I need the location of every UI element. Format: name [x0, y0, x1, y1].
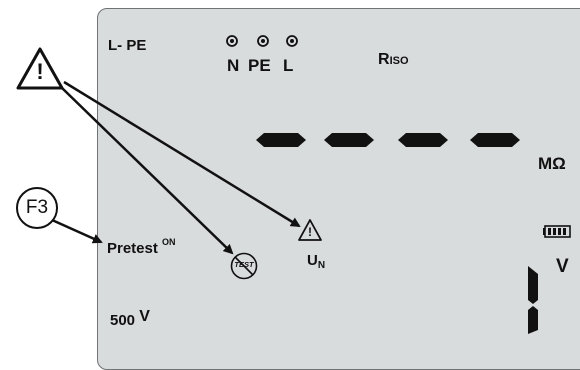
- value-segments: [256, 133, 520, 147]
- test-prohibited-icon: [230, 252, 258, 280]
- digit-segment-shape: [528, 266, 538, 334]
- un-letter: U: [307, 252, 318, 269]
- warning-triangle-icon: [16, 47, 64, 90]
- value-segment: [256, 133, 306, 147]
- function-key-label: F3: [25, 197, 49, 218]
- terminal-label-n: N: [227, 56, 240, 75]
- mode-label: L- PE: [108, 37, 147, 54]
- pretest-superscript: ON: [162, 237, 176, 247]
- measurement-subscript: ISO: [389, 55, 409, 67]
- voltage-unit: V: [556, 256, 569, 277]
- measurement-letter: R: [378, 51, 390, 68]
- value-readout: [250, 128, 520, 152]
- un-label: UN: [307, 252, 326, 271]
- terminal-label-pe: PE: [248, 56, 271, 75]
- battery-icon: [543, 225, 571, 238]
- un-warning: !: [297, 218, 323, 242]
- voltage-digit-segment: [526, 264, 546, 336]
- function-key-callout: F3: [15, 186, 59, 230]
- battery-indicator: [542, 225, 572, 241]
- terminal-label-l: L: [283, 56, 294, 75]
- lcd-display-panel: [97, 8, 580, 370]
- resistance-unit: MΩ: [538, 154, 566, 173]
- test-voltage-unit: V: [139, 308, 150, 325]
- pretest-label: Pretest ON: [107, 237, 176, 257]
- measurement-label: RISO: [378, 51, 409, 69]
- arrow-to-pretest: [51, 218, 103, 244]
- test-voltage: 500 V: [110, 308, 150, 330]
- un-subscript: N: [317, 260, 326, 271]
- value-segment: [324, 133, 374, 147]
- value-segment: [398, 133, 448, 147]
- pretest-text: Pretest: [107, 240, 158, 257]
- test-voltage-value: 500: [110, 312, 136, 329]
- value-segment: [470, 133, 520, 147]
- warning-triangle-icon: [298, 219, 322, 241]
- un-warning-glyph: !: [308, 225, 312, 239]
- test-icon-label: TEST: [234, 260, 254, 269]
- terminal-dot-icon: [226, 35, 298, 47]
- test-disabled-indicator: TEST: [229, 251, 259, 281]
- callout-warning-glyph: !: [36, 59, 44, 84]
- function-key-circle: [16, 187, 58, 229]
- terminal-dots: [226, 33, 306, 53]
- callout-warning: !: [15, 46, 65, 92]
